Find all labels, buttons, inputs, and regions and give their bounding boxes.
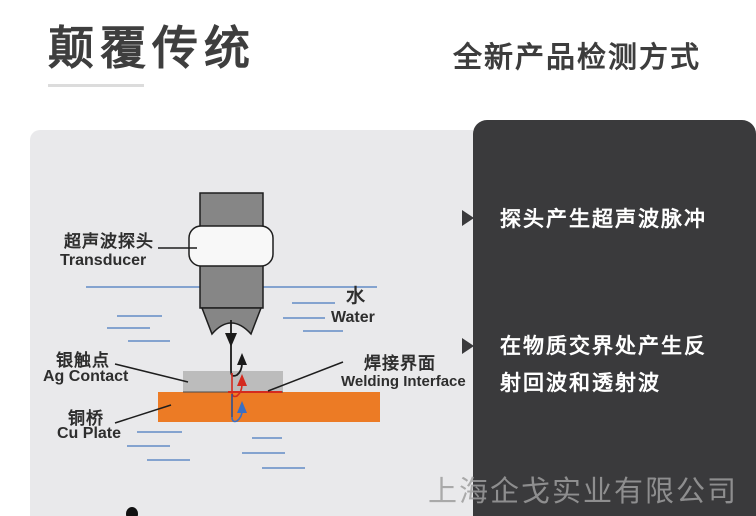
label-welding-interface-en: Welding Interface [341,373,466,390]
surface-echo-arrowhead [237,353,247,365]
incident-wave-arrow [225,320,247,377]
ag-contact-plate [183,371,283,392]
page-title: 颠覆传统 [48,22,256,74]
transducer-body [188,192,274,336]
water-ripples [107,302,343,469]
bullet-line: 在物质交界处产生反 [500,335,707,358]
label-water-en: Water [331,309,375,326]
label-ag-contact-zh: 银触点 [56,351,110,370]
transducer-collar [188,225,274,267]
label-welding-interface-zh: 焊接界面 [364,354,436,373]
label-ag-contact-en: Ag Contact [43,368,129,385]
label-pointer-lines [114,247,344,424]
bullet-line: 射回波和透射波 [500,372,661,395]
cutoff-bottom-shape [126,507,138,516]
label-water-zh: 水 [346,286,367,307]
company-watermark: 上海企戈实业有限公司 [428,476,739,508]
label-transducer-en: Transducer [60,252,147,269]
cu-plate [158,392,380,422]
label-cu-plate-zh: 铜桥 [68,409,104,428]
bullet-line: 探头产生超声波脉冲 [500,208,707,231]
bullet-reflection: 在物质交界处产生反 射回波和透射波 [500,328,707,402]
bullet-pulse: 探头产生超声波脉冲 [500,201,707,238]
pointer-triangle-icon [462,210,474,226]
transmitted-wave-arrow [231,394,247,423]
title-underline [48,84,144,87]
page-subtitle: 全新产品检测方式 [453,42,702,74]
info-panel [473,120,756,516]
label-transducer-zh: 超声波探头 [64,232,154,251]
label-cu-plate-en: Cu Plate [57,425,122,442]
pointer-triangle-icon [462,338,474,354]
